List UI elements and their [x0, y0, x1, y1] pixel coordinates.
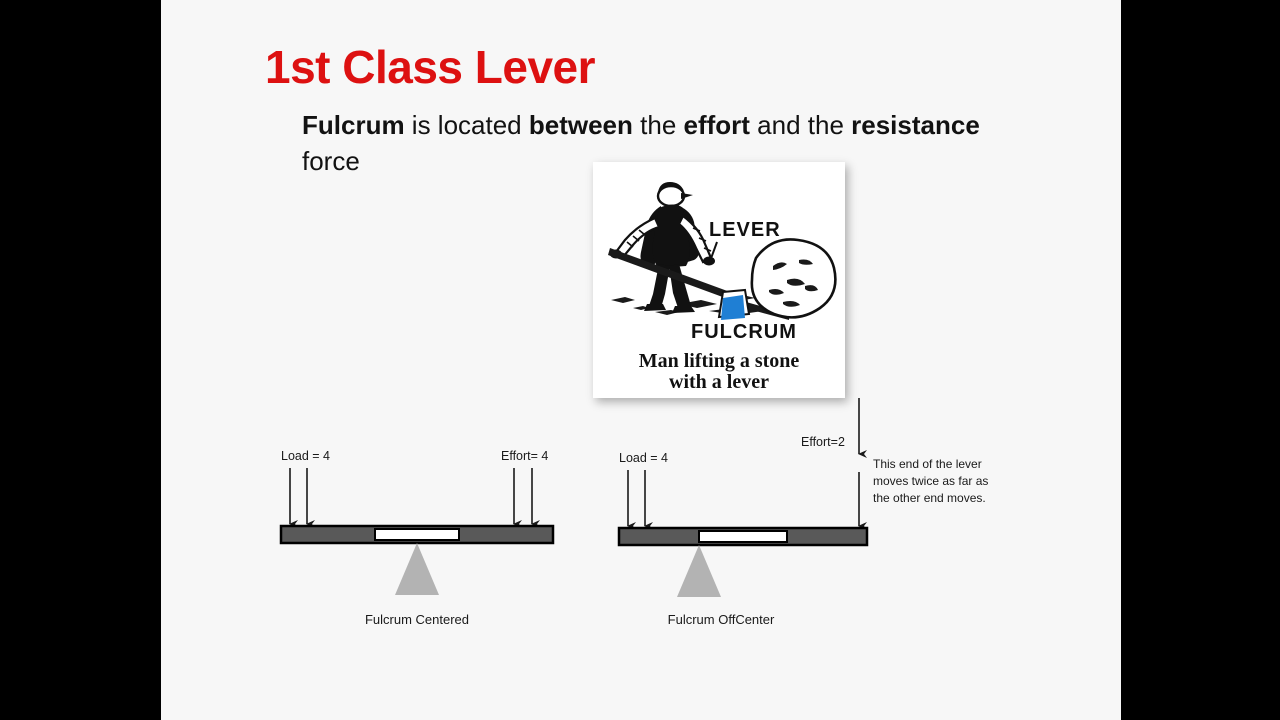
subtitle-segment-2: between: [528, 110, 633, 140]
stone-icon: [750, 238, 837, 319]
subtitle-segment-0: Fulcrum: [302, 110, 405, 140]
load-label-left: Load = 4: [281, 449, 330, 463]
letterbox-bar-right: [1121, 0, 1280, 720]
lever-motion-note-line3: the other end moves.: [873, 491, 986, 505]
effort-force-arrows-left: [513, 468, 540, 528]
load-label-right: Load = 4: [619, 451, 668, 465]
subtitle-segment-3: the: [632, 110, 684, 140]
lever-diagram-fulcrum-centered: Load = 4 Effort= 4: [271, 432, 571, 632]
lever-motion-note-line1: This end of the lever: [873, 457, 982, 471]
lever-illustration-card: LEVER FULCRUM Man lifting a stone with a…: [593, 162, 845, 398]
effort-label-right: Effort=2: [801, 435, 845, 449]
lever-motion-note-line2: moves twice as far as: [873, 474, 988, 488]
subtitle-segment-7: force: [302, 146, 360, 176]
diagram-caption-left: Fulcrum Centered: [365, 612, 469, 627]
lever-pointer-arrowhead: [705, 258, 714, 264]
illustration-label-fulcrum: FULCRUM: [691, 321, 797, 343]
letterbox-bar-left: [0, 0, 161, 720]
subtitle-segment-5: and the: [749, 110, 852, 140]
fulcrum-triangle-right: [677, 545, 721, 597]
lever-bar-right: [617, 526, 869, 547]
subtitle-segment-6: resistance: [851, 110, 980, 140]
lever-illustration-drawing: LEVER FULCRUM Man lifting a stone with a…: [593, 162, 845, 398]
fulcrum-wedge-icon: [717, 288, 751, 320]
effort-label-left: Effort= 4: [501, 449, 548, 463]
load-force-arrows-right: [627, 470, 653, 530]
fulcrum-triangle-left: [395, 543, 439, 595]
illustration-caption-line1: Man lifting a stone: [639, 350, 800, 372]
lever-motion-note: This end of the lever moves twice as far…: [873, 457, 988, 505]
illustration-caption-line2: with a lever: [669, 371, 769, 393]
slide-content-area: 1st Class Lever Fulcrum is located betwe…: [161, 0, 1121, 720]
lever-bar-left: [279, 524, 555, 545]
load-force-arrows-left: [289, 468, 315, 528]
lever-diagram-fulcrum-offcenter: Load = 4 Effort=2 This end of the lever …: [611, 392, 1091, 632]
illustration-label-lever: LEVER: [709, 219, 781, 241]
page-title: 1st Class Lever: [265, 41, 596, 93]
diagram-caption-right: Fulcrum OffCenter: [668, 612, 775, 627]
subtitle-segment-4: effort: [683, 110, 750, 140]
man-figure-icon: [610, 182, 715, 313]
slide-subtitle: Fulcrum is located between the effort an…: [302, 107, 992, 179]
subtitle-segment-1: is located: [404, 110, 529, 140]
